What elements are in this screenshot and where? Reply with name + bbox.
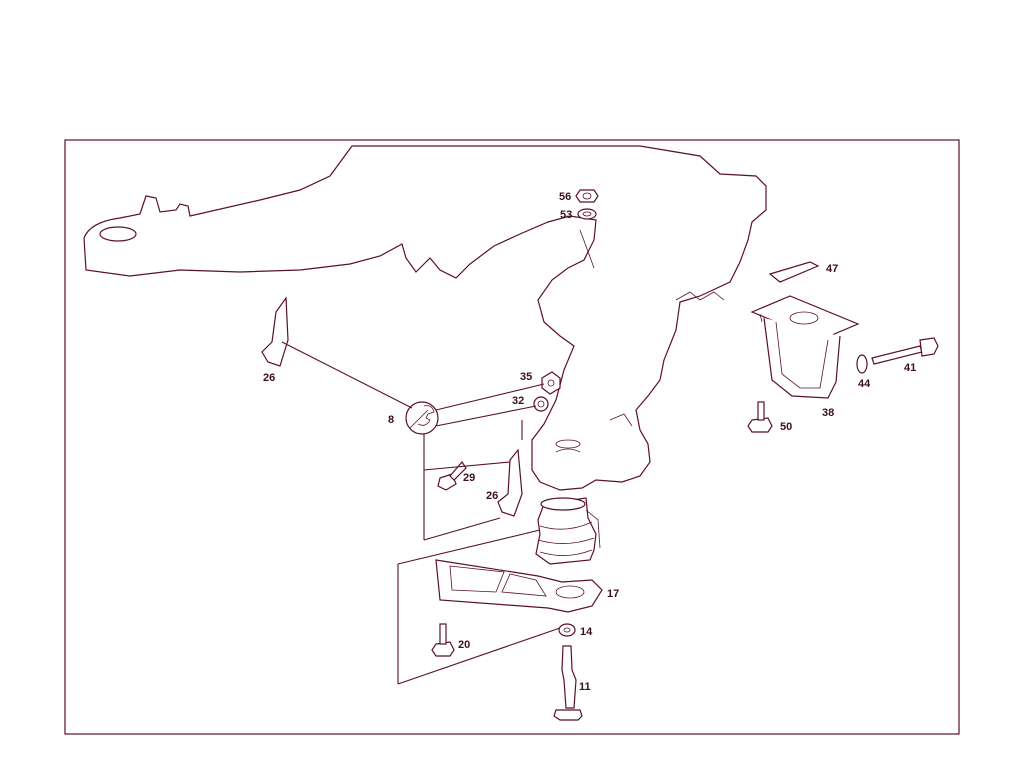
mount-bracket-38	[750, 295, 860, 399]
washer-53	[577, 208, 597, 220]
callout-14: 14	[580, 626, 593, 638]
washer-14	[558, 623, 576, 637]
callout-17: 17	[607, 588, 619, 600]
bolt-11	[553, 645, 583, 721]
diagram-frame	[64, 139, 960, 735]
subframe-outline	[83, 145, 767, 491]
bracket-26-upper	[261, 296, 289, 367]
callout-41: 41	[904, 362, 916, 374]
callout-56: 56	[559, 191, 571, 203]
callout-50: 50	[780, 421, 792, 433]
callout-20: 20	[458, 639, 470, 651]
mount-arm-17	[435, 559, 603, 613]
bolt-41	[871, 337, 939, 365]
callout-26-lower: 26	[486, 490, 498, 502]
callout-labels: 56 53 47 41 44 38 50 35 32 26 8 29 26 17…	[263, 191, 916, 693]
callout-47: 47	[826, 263, 838, 275]
bolt-50	[747, 401, 773, 433]
washer-32	[533, 396, 549, 412]
bracket-26-lower	[497, 448, 523, 517]
callout-53: 53	[560, 209, 572, 221]
callout-35: 35	[520, 371, 532, 383]
callout-11: 11	[579, 681, 591, 693]
rubber-pad-47	[768, 261, 820, 283]
callout-8: 8	[388, 414, 394, 426]
callout-44: 44	[858, 378, 871, 390]
callout-29: 29	[463, 472, 475, 484]
washer-44	[856, 354, 868, 374]
callout-26-upper: 26	[263, 372, 275, 384]
nut-35	[541, 371, 561, 395]
bolt-20	[431, 623, 455, 657]
callout-32: 32	[512, 395, 524, 407]
nut-56	[575, 189, 599, 203]
callout-38: 38	[822, 407, 834, 419]
tool-symbol-8	[405, 401, 439, 435]
engine-mount-rubber	[535, 497, 601, 565]
leader-lines	[281, 341, 561, 685]
